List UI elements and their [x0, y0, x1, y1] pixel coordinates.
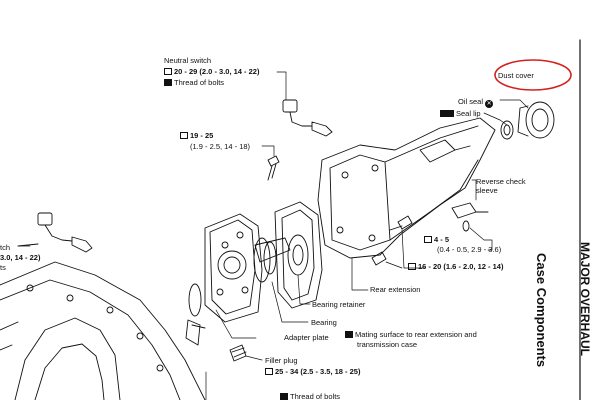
label-filler-plug: Filler plug — [265, 356, 298, 365]
bolt-19-25 — [267, 155, 280, 181]
label-left-switch-cut: tch — [0, 243, 11, 252]
bottom-thread-text: Thread of bolts — [290, 392, 341, 401]
reverse-check-sleeve-part — [451, 202, 489, 232]
sealant-icon — [345, 331, 353, 338]
label-torque-19-25: 19 - 25 — [180, 131, 213, 140]
label-oil-seal: Oil seal ✕ — [458, 97, 494, 108]
filler-plug-torque-value: 25 - 34 (2.5 - 3.5, 18 - 25) — [275, 367, 361, 376]
label-left-ts-cut: ts — [0, 263, 6, 272]
dust-cover-highlight — [494, 59, 572, 91]
page-title: Case Components — [534, 253, 549, 368]
label-left-torque-cut: 3.0, 14 - 22) — [0, 253, 41, 262]
sealant-icon — [280, 393, 288, 400]
x-circle-icon: ✕ — [485, 100, 494, 108]
oil-seal-part — [500, 120, 514, 140]
label-torque-4-5-units: (0.4 - 0.5, 2.9 - 3.6) — [437, 245, 502, 254]
dust-cover-part — [517, 101, 555, 139]
adapter-plate — [204, 213, 263, 323]
leader-lines — [17, 71, 529, 400]
label-adapter-plate: Adapter plate — [284, 333, 329, 342]
neutral-switch-torque-value: 20 - 29 (2.0 - 3.0, 14 - 22) — [174, 67, 260, 76]
label-torque-19-25-units: (1.9 - 2.5, 14 - 18) — [190, 142, 251, 151]
torque-wrench-icon — [408, 263, 416, 270]
label-thread-of-bolts: Thread of bolts — [164, 78, 224, 87]
torque-19-25-value: 19 - 25 — [190, 131, 214, 140]
label-dust-cover: Dust cover — [498, 71, 534, 80]
torque-wrench-icon — [180, 132, 188, 139]
mating-surface-line1: Mating surface to rear extension and — [355, 330, 477, 339]
torque-wrench-icon — [265, 368, 273, 375]
label-torque-4-5: 4 - 5 — [424, 235, 449, 244]
torque-wrench-icon — [164, 68, 172, 75]
transmission-case — [0, 261, 206, 400]
label-bearing: Bearing — [311, 318, 337, 327]
oil-seal-text: Oil seal — [458, 97, 484, 106]
label-torque-16-20: 16 - 20 (1.6 - 2.0, 12 - 14) — [408, 262, 503, 271]
label-reverse-check-sleeve: sleeve — [476, 186, 498, 195]
torque-16-20-value: 16 - 20 (1.6 - 2.0, 12 - 14) — [418, 262, 504, 271]
label-mating-surface-2: transmission case — [357, 340, 418, 349]
torque-wrench-icon — [424, 236, 432, 243]
gear-assembly — [185, 237, 291, 346]
label-neutral-switch: Neutral switch — [164, 56, 212, 65]
neutral-switch-part — [282, 99, 333, 137]
label-reverse-check: Reverse check — [476, 177, 526, 186]
label-mating-surface: Mating surface to rear extension and — [345, 330, 477, 339]
label-neutral-switch-torque: 20 - 29 (2.0 - 3.0, 14 - 22) — [164, 67, 259, 76]
bearing-retainer — [274, 201, 323, 309]
seal-lip-text: Seal lip — [456, 109, 481, 118]
sealant-icon — [164, 79, 172, 86]
filler-plug-part — [229, 344, 247, 362]
label-rear-extension: Rear extension — [370, 285, 421, 294]
label-seal-lip: Seal lip — [440, 109, 481, 118]
rear-extension — [317, 117, 496, 259]
torque-4-5-value: 4 - 5 — [434, 235, 450, 244]
thread-of-bolts-text: Thread of bolts — [174, 78, 225, 87]
label-bearing-retainer: Bearing retainer — [312, 300, 366, 309]
bolts-4-5-16-20 — [371, 215, 413, 266]
section-title: MAJOR OVERHAUL — [578, 242, 592, 357]
grease-icon — [440, 110, 454, 117]
label-filler-plug-torque: 25 - 34 (2.5 - 3.5, 18 - 25) — [265, 367, 360, 376]
